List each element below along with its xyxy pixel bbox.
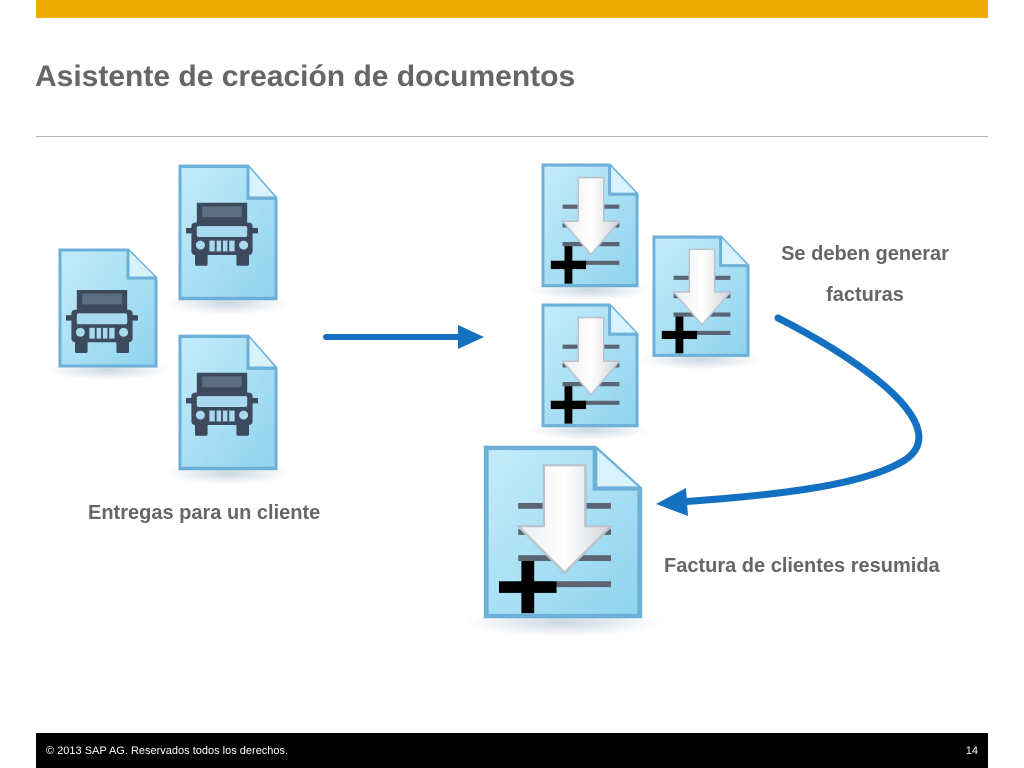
footer-bar: © 2013 SAP AG. Reservados todos los dere…	[36, 733, 988, 768]
copyright-text: © 2013 SAP AG. Reservados todos los dere…	[46, 745, 289, 757]
invoice-document-3	[527, 303, 653, 442]
curved-flow-arrow	[656, 314, 923, 516]
must-generate-line-2: facturas	[826, 284, 904, 306]
delivery-document-1	[44, 248, 172, 382]
invoice-document-2	[638, 235, 764, 372]
invoice-document-1	[527, 163, 653, 302]
page-number: 14	[965, 745, 978, 757]
delivery-document-3	[164, 334, 292, 487]
top-accent-bar	[36, 0, 988, 18]
summary-invoice-label: Factura de clientes resumida	[664, 555, 940, 577]
slide-title: Asistente de creación de documentos	[35, 60, 576, 93]
must-generate-invoices-label: Se deben generar facturas	[770, 234, 960, 316]
deliveries-label: Entregas para un cliente	[88, 502, 321, 524]
summary-invoice-document	[464, 448, 662, 637]
title-divider	[36, 136, 988, 137]
delivery-document-2	[164, 164, 292, 317]
must-generate-line-1: Se deben generar	[781, 243, 949, 265]
flow-arrow	[323, 325, 484, 349]
